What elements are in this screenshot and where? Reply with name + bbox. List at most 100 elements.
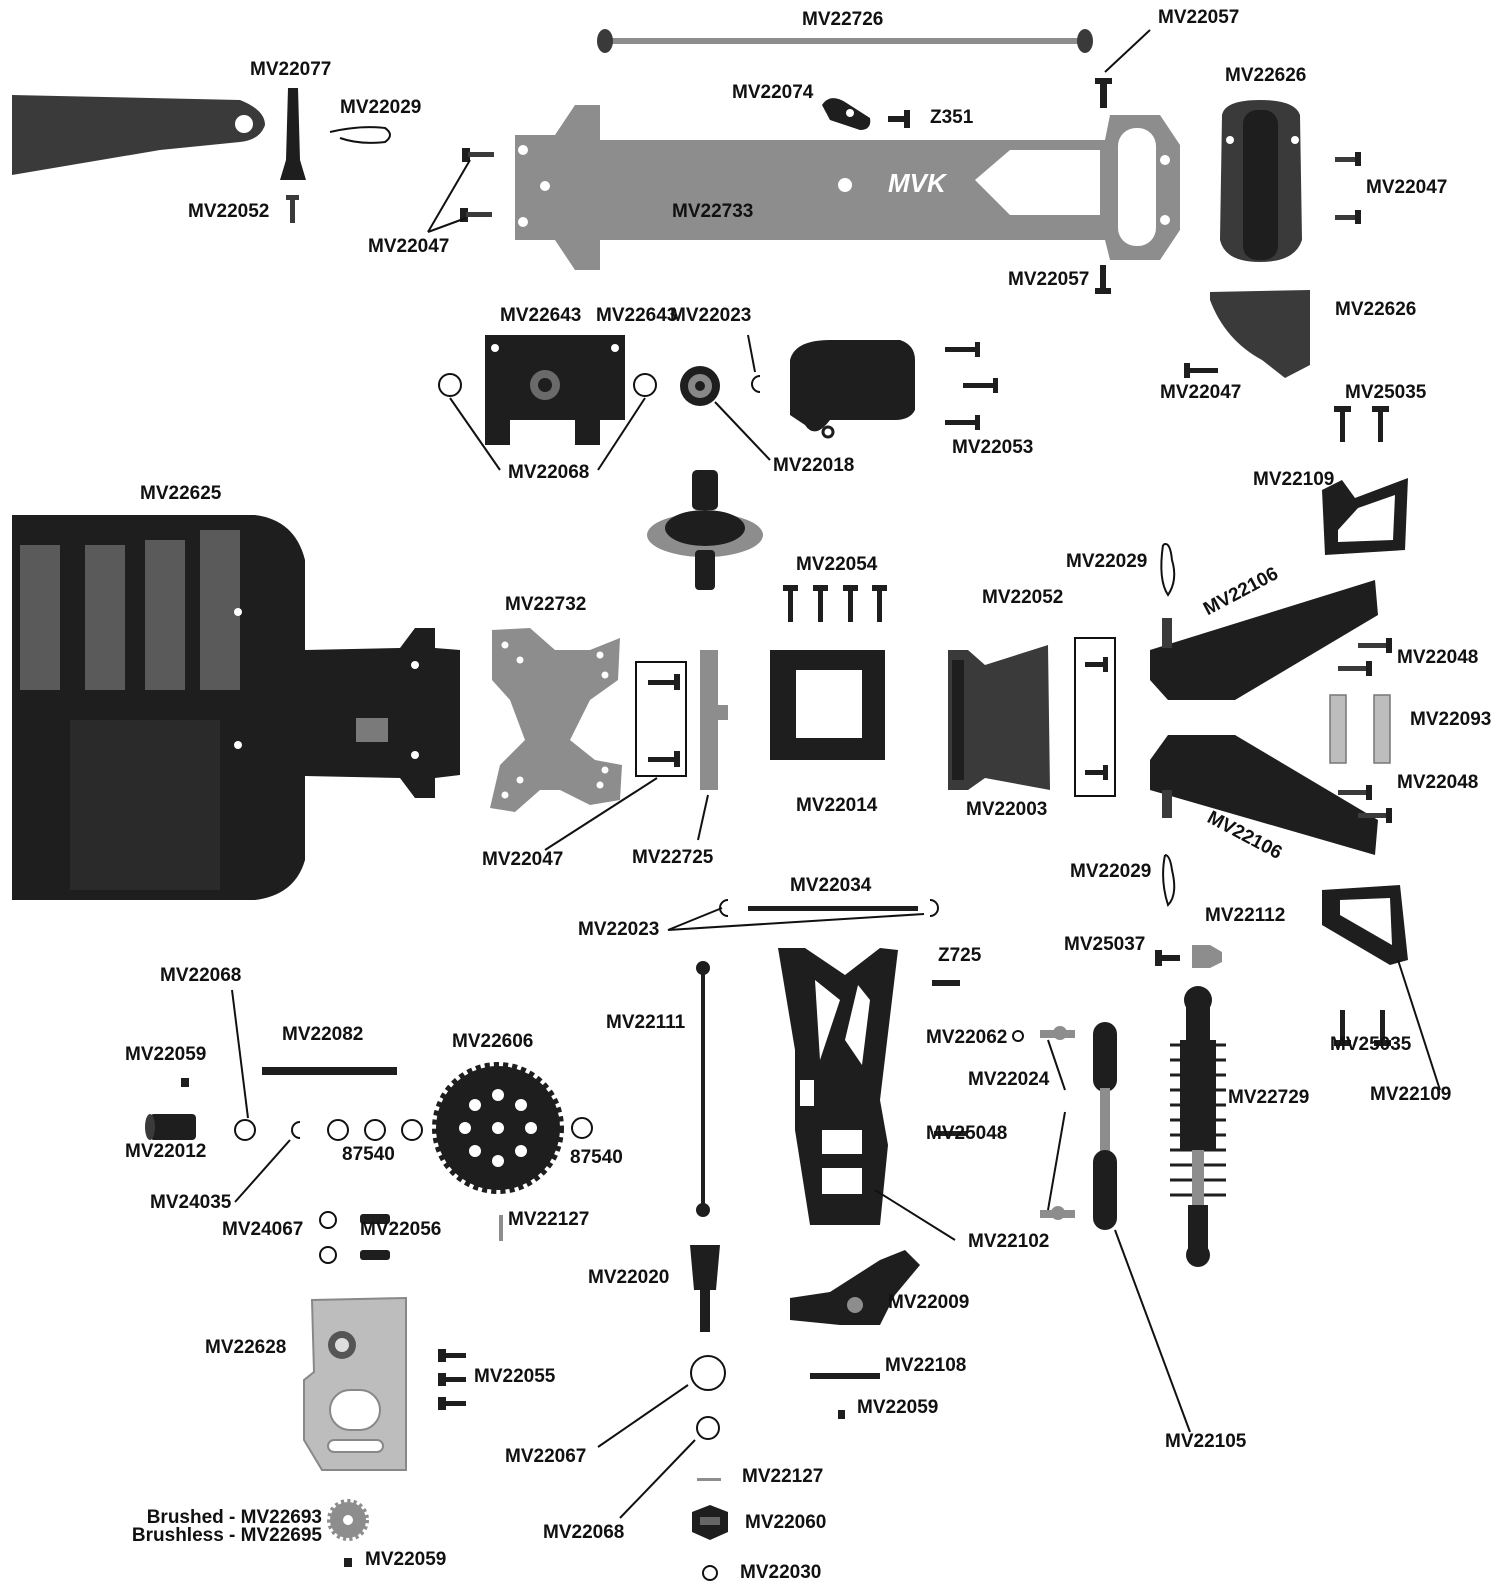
screw-set-part xyxy=(783,585,887,622)
screw-part xyxy=(1338,790,1368,795)
label-mv22732: MV22732 xyxy=(505,594,587,615)
screw-part xyxy=(1100,80,1107,108)
wing-plate-lower-part xyxy=(1150,735,1378,855)
screw-part xyxy=(1188,368,1218,373)
label-mv22726: MV22726 xyxy=(802,9,884,30)
gear-cover-part xyxy=(1220,100,1302,262)
top-plate-part: MVK xyxy=(515,105,1180,270)
label-mv22643-b: MV22643 xyxy=(596,305,678,326)
label-mv22068-left: MV22068 xyxy=(160,965,242,986)
body-post-part xyxy=(280,88,306,180)
bearing-part xyxy=(696,1416,720,1440)
label-mv22018: MV22018 xyxy=(773,455,855,476)
label-mv22068-top: MV22068 xyxy=(508,462,590,483)
label-mv22109-bottom: MV22109 xyxy=(1370,1084,1452,1105)
spacer-part xyxy=(1373,694,1391,764)
screw-part xyxy=(648,680,676,685)
pin-part xyxy=(697,1478,721,1481)
hub-carrier-part xyxy=(790,1250,920,1325)
motor-mount-part xyxy=(303,1296,407,1471)
label-mv22068-bottom: MV22068 xyxy=(543,1522,625,1543)
label-mv22059-left: MV22059 xyxy=(125,1044,207,1065)
label-mv24035: MV24035 xyxy=(150,1192,232,1213)
screw-part xyxy=(1358,643,1388,648)
hinge-pin-part xyxy=(748,906,918,911)
washer-part xyxy=(438,373,462,397)
screw-set-part xyxy=(438,1349,466,1410)
pin-part xyxy=(499,1215,503,1241)
label-mv22048-top: MV22048 xyxy=(1397,647,1479,668)
washer-part xyxy=(319,1246,337,1264)
label-87540-b: 87540 xyxy=(570,1147,623,1168)
screw-part xyxy=(888,116,904,122)
label-mv22047-lower: MV22047 xyxy=(482,849,564,870)
label-mv22109-top: MV22109 xyxy=(1253,469,1335,490)
label-mv25035-top: MV25035 xyxy=(1345,382,1427,403)
label-mv22062: MV22062 xyxy=(926,1027,1008,1048)
body-clip-part xyxy=(1160,543,1176,597)
label-mv22057-bottom: MV22057 xyxy=(1008,269,1090,290)
rear-cover-part xyxy=(1210,290,1310,378)
label-mv22093: MV22093 xyxy=(1410,709,1492,730)
body-clip-part xyxy=(329,126,391,144)
label-mv22023-lower: MV22023 xyxy=(578,919,660,940)
chassis-brace-part xyxy=(12,95,265,175)
set-screw-part xyxy=(181,1078,189,1087)
label-mv22023-top: MV22023 xyxy=(670,305,752,326)
label-mv22052-mid: MV22052 xyxy=(982,587,1064,608)
shim-part xyxy=(364,1119,386,1141)
coupler-part xyxy=(145,1114,196,1140)
label-mv22056: MV22056 xyxy=(360,1219,442,1240)
wing-mount-part xyxy=(948,645,1050,790)
screw-pair-part xyxy=(1335,152,1361,224)
shim-part xyxy=(327,1119,349,1141)
diff-gear-part xyxy=(680,366,720,406)
bearing-part xyxy=(234,1119,256,1141)
pinion-gear-part xyxy=(327,1499,369,1541)
screw-set-part xyxy=(945,342,998,430)
label-mv22055: MV22055 xyxy=(474,1366,556,1387)
label-mv25037: MV25037 xyxy=(1064,934,1146,955)
ball-end-part xyxy=(1192,945,1222,968)
screw-part xyxy=(1085,662,1105,667)
label-mv22625: MV22625 xyxy=(140,483,222,504)
screw-part xyxy=(360,1250,390,1260)
screw-pair-part xyxy=(460,148,494,222)
gearbox-housing-part xyxy=(485,335,625,445)
label-mv22082: MV22082 xyxy=(282,1024,364,1045)
label-mv22053: MV22053 xyxy=(952,437,1034,458)
label-87540-a: 87540 xyxy=(342,1144,395,1165)
label-mv22030: MV22030 xyxy=(740,1562,822,1583)
screw-part xyxy=(1160,955,1180,961)
screw-part xyxy=(1340,410,1345,442)
label-mv22626-mid: MV22626 xyxy=(1335,299,1417,320)
screw-part xyxy=(1340,1010,1345,1042)
label-mv22105: MV22105 xyxy=(1165,1431,1247,1452)
center-diff-part xyxy=(647,470,763,590)
label-mv22034: MV22034 xyxy=(790,875,872,896)
label-mv22067: MV22067 xyxy=(505,1446,587,1467)
screw-box xyxy=(635,661,687,777)
set-screw-part xyxy=(838,1410,845,1419)
label-mv25048: MV25048 xyxy=(926,1123,1008,1144)
label-mv22012: MV22012 xyxy=(125,1141,207,1162)
label-mv22127-bottom: MV22127 xyxy=(742,1466,824,1487)
label-mv22059-mid: MV22059 xyxy=(857,1397,939,1418)
label-mv22029-top: MV22029 xyxy=(340,97,422,118)
screw-part xyxy=(1378,410,1383,442)
label-mv22014: MV22014 xyxy=(796,795,878,816)
label-mv22029-mid: MV22029 xyxy=(1066,551,1148,572)
label-mv22074: MV22074 xyxy=(732,82,814,103)
label-mv22009: MV22009 xyxy=(888,1292,970,1313)
plate-mount-part xyxy=(822,98,871,130)
label-mv22052-top: MV22052 xyxy=(188,201,270,222)
screw-part xyxy=(648,757,676,762)
label-mv22725: MV22725 xyxy=(632,847,714,868)
label-mv22020: MV22020 xyxy=(588,1267,670,1288)
label-mv22102: MV22102 xyxy=(968,1231,1050,1252)
label-mv22643-a: MV22643 xyxy=(500,305,582,326)
screw-part xyxy=(1085,770,1105,775)
gearbox-cover-part xyxy=(790,340,915,439)
label-mv22003: MV22003 xyxy=(966,799,1048,820)
